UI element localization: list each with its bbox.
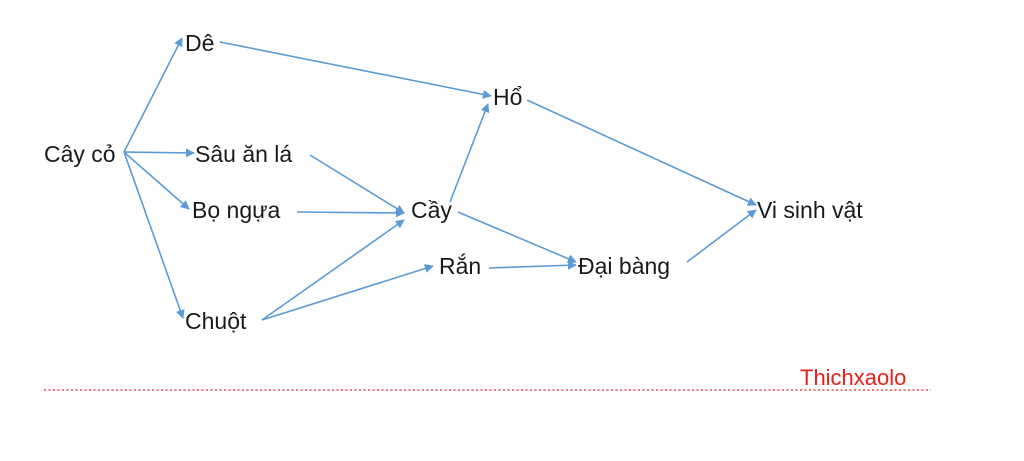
node-cay: Cầy — [411, 197, 452, 223]
arrow-de-to-ho — [219, 41, 492, 99]
node-chuot: Chuột — [185, 308, 247, 334]
arrow-ho-to-vi-sinh-vat — [526, 99, 757, 206]
node-dai-bang: Đại bàng — [578, 253, 670, 279]
arrow-chuot-to-cay — [261, 219, 405, 321]
arrow-cay-co-to-de — [123, 37, 183, 153]
arrow-dai-bang-to-vi-sinh-vat — [686, 209, 757, 263]
arrow-chuot-to-ran — [261, 264, 434, 321]
labels-group: Cây cỏ Dê Sâu ăn lá Bọ ngựa Chuột Cầy Rắ… — [44, 30, 863, 334]
arrow-ran-to-dai-bang — [488, 260, 577, 270]
node-sau-an-la: Sâu ăn lá — [195, 141, 292, 167]
node-cay-co: Cây cỏ — [44, 141, 116, 167]
arrow-cay-co-to-chuot — [123, 151, 185, 319]
node-ho: Hổ — [493, 84, 522, 110]
arrow-cay-co-to-bo-ngua — [123, 151, 190, 210]
node-ran: Rắn — [439, 253, 481, 279]
arrow-bo-ngua-to-cay — [296, 208, 405, 218]
watermark-text: Thichxaolo — [800, 365, 906, 390]
arrow-cay-to-ho — [449, 103, 490, 203]
node-vi-sinh-vat: Vi sinh vật — [757, 197, 863, 223]
node-de: Dê — [185, 30, 214, 56]
arrow-cay-co-to-sau-an-la — [123, 148, 195, 158]
node-bo-ngua: Bọ ngựa — [192, 197, 281, 223]
arrow-sau-an-la-to-cay — [309, 154, 405, 214]
edges-group — [123, 37, 757, 321]
arrow-cay-to-dai-bang — [457, 211, 577, 263]
